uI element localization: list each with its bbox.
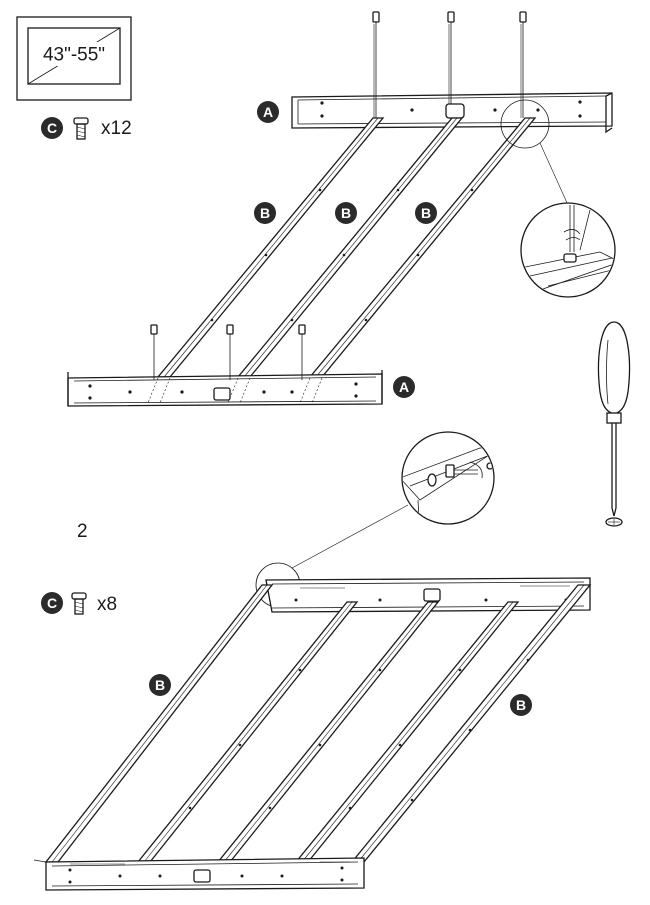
tv-size-indicator: 43"-55" <box>16 16 132 101</box>
screws-bottom <box>150 324 306 380</box>
badge-b-step2-right: B <box>510 694 532 716</box>
screw-bottom-2 <box>226 324 234 380</box>
step1-bottom-rail <box>67 370 383 407</box>
badge-b-3: B <box>415 202 437 224</box>
step2-hardware-badge: C <box>47 595 57 611</box>
badge-b-2: B <box>335 202 357 224</box>
part-label-bar-3: B <box>421 205 431 221</box>
screw-top-2 <box>447 11 455 104</box>
part-label-bar-1: B <box>260 205 270 221</box>
step1-hardware-badge: C <box>47 120 57 136</box>
step2-bar-right <box>350 584 592 863</box>
step1-hardware: C x12 <box>41 117 132 140</box>
badge-c-circle <box>41 117 63 139</box>
badge-b-step2-left: B <box>149 674 171 696</box>
part-label-bar-2: B <box>341 205 351 221</box>
step2-hardware: C x8 <box>41 592 117 615</box>
part-label-rail-top: A <box>263 104 273 120</box>
part-label-bar-right: B <box>516 697 526 713</box>
badge-b-1: B <box>254 202 276 224</box>
screws-top <box>372 11 527 118</box>
screw-icon <box>71 592 87 615</box>
step2-detail-callout <box>255 431 495 608</box>
step2-hardware-quantity: x8 <box>97 594 117 615</box>
step1-detail-callout <box>500 99 616 298</box>
screw-icon <box>73 117 89 140</box>
step2-bar-left <box>44 584 274 863</box>
screw-top-3 <box>519 11 527 118</box>
step2-number: 2 <box>77 521 88 542</box>
badge-a-bottom: A <box>393 376 415 398</box>
part-label-bar-left: B <box>155 677 165 693</box>
step1-hardware-quantity: x12 <box>101 118 132 139</box>
screwdriver-icon <box>597 321 631 527</box>
step1-bars <box>156 117 537 378</box>
screw-bottom-3 <box>298 324 306 380</box>
badge-a-top: A <box>257 101 279 123</box>
screw-top-1 <box>372 11 380 118</box>
screw-bottom-1 <box>150 324 158 380</box>
step2-bottom-rail <box>33 857 365 891</box>
part-label-rail-bottom: A <box>399 379 409 395</box>
tv-size-label: 43"-55" <box>43 45 105 66</box>
step2-bars <box>44 584 592 863</box>
